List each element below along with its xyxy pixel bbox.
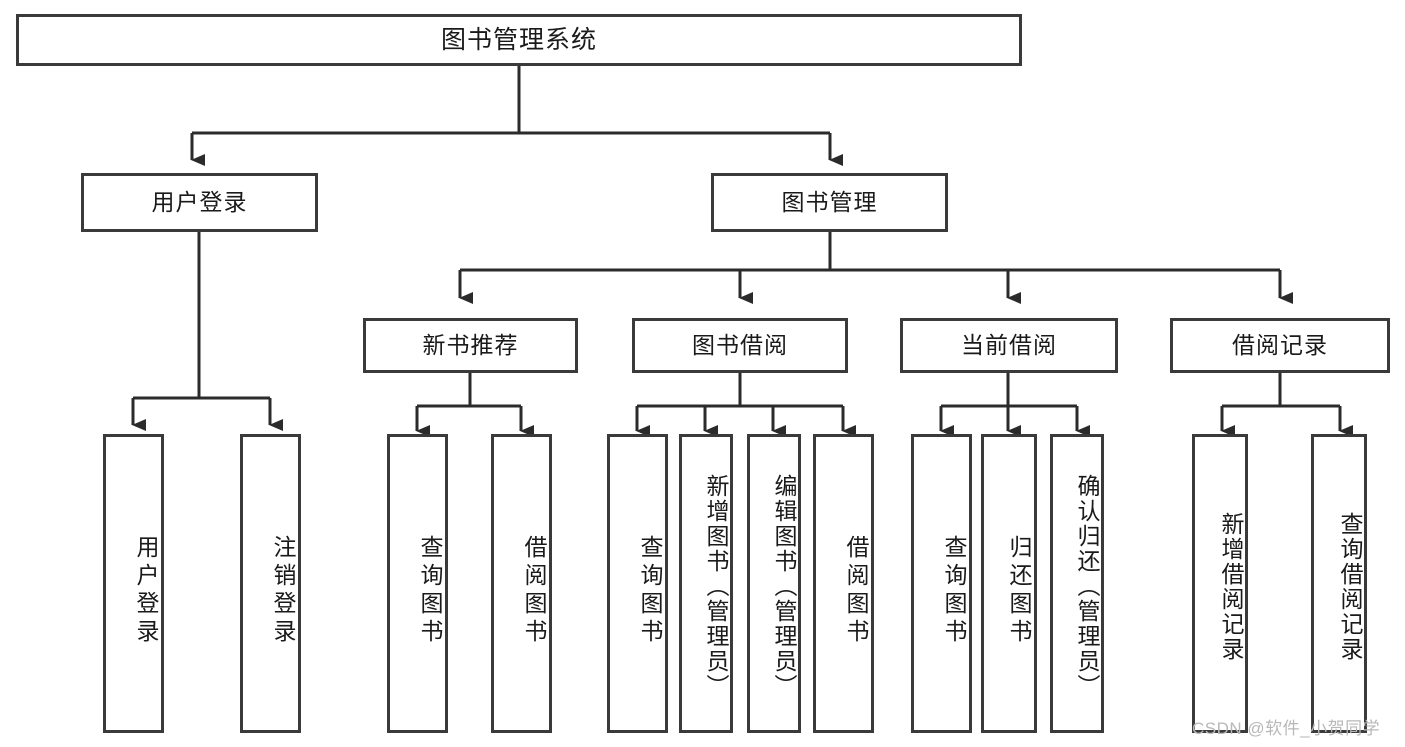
leaf-user-login-login[interactable]: 用户登录 (103, 434, 164, 733)
node-book-borrow[interactable]: 图书借阅 (632, 318, 848, 373)
leaf-borrow-query-book[interactable]: 查询图书 (607, 434, 668, 733)
node-new-book-recommend[interactable]: 新书推荐 (363, 318, 578, 373)
leaf-current-return-book[interactable]: 归还图书 (981, 434, 1037, 733)
leaf-recommend-query-book[interactable]: 查询图书 (387, 434, 448, 733)
node-user-login[interactable]: 用户登录 (81, 173, 318, 232)
leaf-borrow-borrow-book[interactable]: 借阅图书 (813, 434, 874, 733)
node-root-system[interactable]: 图书管理系统 (16, 14, 1022, 66)
leaf-borrow-edit-book-admin[interactable]: 编辑图书（管理员） (747, 434, 801, 733)
leaf-recommend-borrow-book[interactable]: 借阅图书 (491, 434, 552, 733)
node-borrow-record[interactable]: 借阅记录 (1170, 318, 1390, 373)
watermark-text: CSDN @软件_小贺同学 (1192, 719, 1381, 738)
leaf-current-query-book[interactable]: 查询图书 (911, 434, 972, 733)
node-current-borrow[interactable]: 当前借阅 (900, 318, 1118, 373)
leaf-record-add-borrow-record[interactable]: 新增借阅记录 (1192, 434, 1248, 733)
leaf-user-login-logout[interactable]: 注销登录 (240, 434, 301, 733)
leaf-borrow-add-book-admin[interactable]: 新增图书（管理员） (679, 434, 733, 733)
leaf-record-query-borrow-record[interactable]: 查询借阅记录 (1311, 434, 1367, 733)
leaf-current-confirm-return-admin[interactable]: 确认归还（管理员） (1050, 434, 1104, 733)
node-book-management[interactable]: 图书管理 (711, 173, 948, 232)
